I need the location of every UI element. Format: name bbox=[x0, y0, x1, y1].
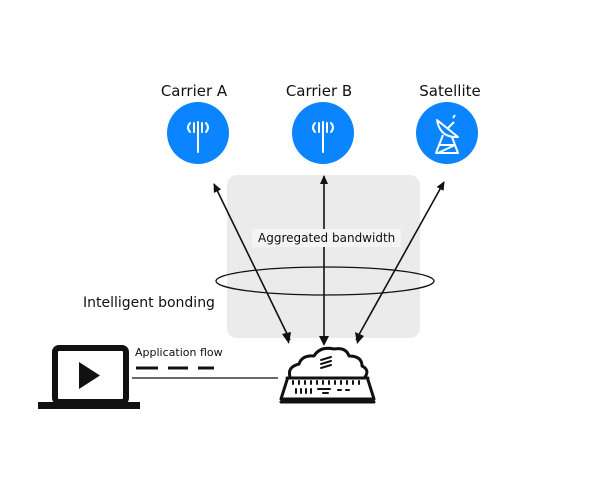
cell-tower-icon bbox=[312, 121, 334, 153]
cloud-router-icon bbox=[279, 346, 376, 404]
satellite-circle bbox=[416, 102, 478, 164]
satellite-node bbox=[416, 102, 478, 164]
arrowhead-router-center bbox=[319, 336, 329, 346]
arrowhead-router-left bbox=[282, 332, 291, 344]
arrow-to-satellite bbox=[355, 181, 445, 341]
arrowhead-router-right bbox=[355, 332, 364, 344]
application-flow-label: Application flow bbox=[135, 346, 223, 359]
carrier-a-label: Carrier A bbox=[160, 82, 228, 100]
laptop-video-icon bbox=[38, 345, 140, 409]
cell-tower-icon bbox=[187, 121, 209, 153]
carrier-a-node bbox=[167, 102, 229, 164]
satellite-label: Satellite bbox=[419, 82, 481, 100]
arrow-to-carrier-a bbox=[213, 183, 291, 341]
application-flow-line bbox=[132, 366, 278, 379]
aggregated-bandwidth-label: Aggregated bandwidth bbox=[252, 229, 402, 247]
carrier-b-node bbox=[292, 102, 354, 164]
bonding-ellipse bbox=[215, 266, 435, 296]
carrier-b-label: Carrier B bbox=[285, 82, 353, 100]
intelligent-bonding-label: Intelligent bonding bbox=[83, 295, 215, 311]
satellite-dish-icon bbox=[435, 114, 459, 154]
